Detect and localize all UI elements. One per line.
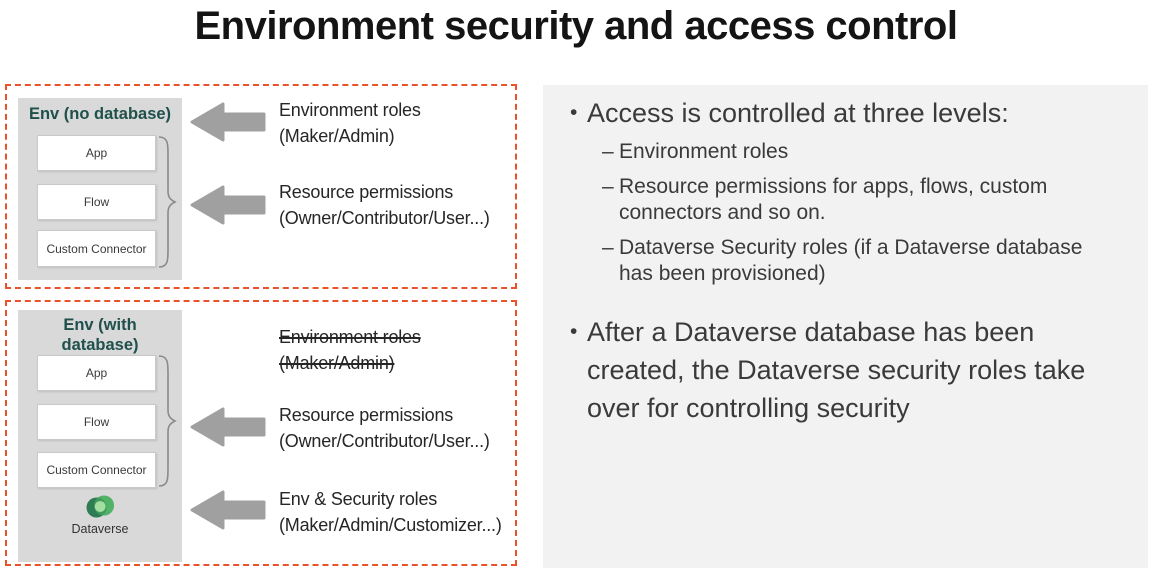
annotation-environment-roles: Environment roles (Maker/Admin) — [279, 97, 421, 149]
annotation-line2: (Maker/Admin) — [279, 126, 395, 146]
annotation-line2: (Maker/Admin/Customizer...) — [279, 515, 502, 535]
bullet-icon: • — [570, 101, 578, 124]
flow-box: Flow — [37, 184, 156, 220]
annotation-line1: Env & Security roles — [279, 489, 438, 509]
dash-icon: – — [602, 236, 614, 259]
app-box: App — [37, 355, 156, 391]
dataverse-label: Dataverse — [71, 522, 129, 536]
sub-bullet-text: Resource permissions for apps, flows, cu… — [619, 175, 1048, 224]
bullet-icon: • — [570, 320, 578, 343]
dash-icon: – — [602, 175, 614, 198]
sub-bullet-item: – Environment roles — [602, 139, 1132, 165]
bullet-item-access: • Access is controlled at three levels: — [570, 97, 1132, 129]
dataverse-icon — [86, 495, 114, 518]
app-box: App — [37, 135, 156, 171]
bullet-text: After a Dataverse database has been crea… — [587, 317, 1086, 423]
env-header: Env (no database) — [28, 105, 172, 123]
env-container: Env (no database) App Flow Custom Connec… — [18, 98, 182, 280]
annotation-line2: (Maker/Admin) — [279, 353, 395, 373]
bullet-item-after-dataverse: • After a Dataverse database has been cr… — [570, 313, 1132, 427]
annotation-line1: Environment roles — [279, 327, 421, 347]
custom-connector-box: Custom Connector — [37, 230, 156, 267]
annotation-line2: (Owner/Contributor/User...) — [279, 431, 490, 451]
dash-icon: – — [602, 140, 614, 163]
arrow-left-icon — [190, 102, 266, 142]
env-box-with-database: Env (with database) App Flow Custom Conn… — [5, 300, 517, 566]
env-box-no-database: Env (no database) App Flow Custom Connec… — [5, 84, 517, 289]
arrow-left-icon — [190, 407, 266, 447]
annotation-line1: Environment roles — [279, 100, 421, 120]
bullet-text: Access is controlled at three levels: — [587, 98, 1009, 128]
env-header: Env (with database) — [61, 316, 139, 354]
custom-connector-box: Custom Connector — [37, 452, 156, 488]
annotation-line1: Resource permissions — [279, 182, 454, 202]
annotation-resource-permissions: Resource permissions (Owner/Contributor/… — [279, 179, 490, 231]
sub-bullet-list: – Environment roles – Resource permissio… — [602, 139, 1132, 287]
arrow-left-icon — [190, 185, 266, 225]
sub-bullet-text: Dataverse Security roles (if a Dataverse… — [619, 236, 1083, 285]
flow-box: Flow — [37, 404, 156, 440]
sub-bullet-item: – Dataverse Security roles (if a Dataver… — [602, 235, 1132, 287]
brace-icon — [158, 136, 177, 268]
annotation-line2: (Owner/Contributor/User...) — [279, 208, 490, 228]
sub-bullet-text: Environment roles — [619, 140, 789, 163]
annotation-env-security-roles: Env & Security roles (Maker/Admin/Custom… — [279, 486, 502, 538]
annotation-environment-roles-struck: Environment roles (Maker/Admin) — [279, 324, 421, 376]
brace-icon — [158, 355, 177, 487]
sub-bullet-item: – Resource permissions for apps, flows, … — [602, 174, 1132, 226]
page-title: Environment security and access control — [194, 4, 958, 48]
arrow-left-icon — [190, 490, 266, 530]
env-container: Env (with database) App Flow Custom Conn… — [18, 310, 182, 562]
annotation-resource-permissions: Resource permissions (Owner/Contributor/… — [279, 402, 490, 454]
notes-panel: • Access is controlled at three levels: … — [543, 85, 1148, 568]
annotation-line1: Resource permissions — [279, 405, 454, 425]
